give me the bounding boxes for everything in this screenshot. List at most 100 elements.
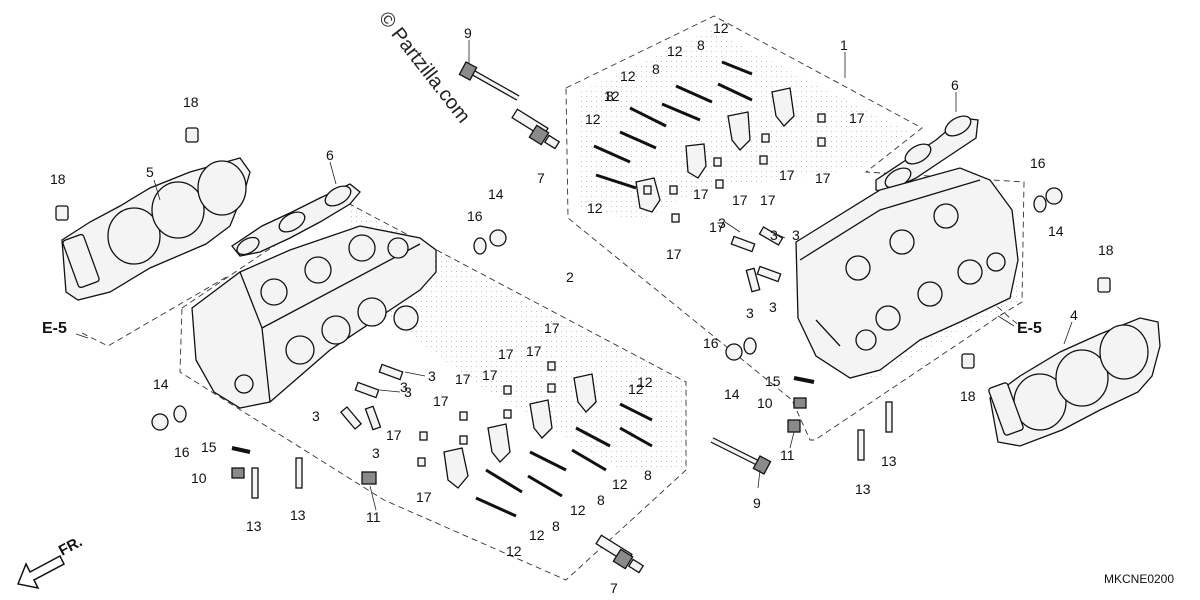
callout-17: 17 xyxy=(779,167,795,183)
callout-12: 12 xyxy=(667,43,683,59)
left-head-gasket xyxy=(61,157,251,301)
callout-12: 12 xyxy=(570,502,586,518)
lower-cam-cap-bolts xyxy=(475,402,653,518)
callout-17: 17 xyxy=(498,346,514,362)
dowels-18 xyxy=(55,127,1111,369)
callout-17: 17 xyxy=(815,170,831,186)
callout-7: 7 xyxy=(610,580,618,596)
callout-3: 3 xyxy=(746,305,754,321)
callout-8: 8 xyxy=(552,518,560,534)
callout-11: 11 xyxy=(366,509,381,525)
callout-17: 17 xyxy=(482,367,498,383)
dowel-pins xyxy=(339,226,784,431)
left-cylinder-head xyxy=(191,225,437,409)
callout-2: 2 xyxy=(566,269,574,285)
callout-3: 3 xyxy=(404,384,412,400)
callout-13: 13 xyxy=(855,481,871,497)
callout-16: 16 xyxy=(467,208,483,224)
right-exhaust-gasket xyxy=(875,115,979,193)
callout-18: 18 xyxy=(183,94,199,110)
long-bolt-upper xyxy=(458,61,520,101)
callout-12: 12 xyxy=(713,20,729,36)
plugs-and-o-rings xyxy=(151,187,1063,431)
callout-18: 18 xyxy=(1098,242,1114,258)
diagram-code: MKCNE0200 xyxy=(1104,572,1174,586)
callout-17: 17 xyxy=(709,219,725,235)
callout-17: 17 xyxy=(455,371,471,387)
callout-3: 3 xyxy=(718,215,726,231)
callout-16: 16 xyxy=(174,444,190,460)
upper-cam-caps xyxy=(635,87,795,213)
spark-plug-lower xyxy=(595,534,645,574)
small-dowels-17 xyxy=(417,113,826,467)
callout-16: 16 xyxy=(1030,155,1046,171)
callout-8: 8 xyxy=(652,61,660,77)
callout-8: 8 xyxy=(597,492,605,508)
callouts: 1 2 3 3 3 3 3 3 3 3 3 3 4 5 6 6 7 7 8 8 … xyxy=(50,20,1114,596)
callout-4: 4 xyxy=(1070,307,1078,323)
small-bolts xyxy=(231,397,807,485)
watermark: © Partzilla.com xyxy=(374,8,474,128)
stud-bolts xyxy=(251,401,893,499)
callout-16: 16 xyxy=(703,335,719,351)
callout-12: 12 xyxy=(587,200,603,216)
callout-3: 3 xyxy=(372,445,380,461)
callout-12: 12 xyxy=(529,527,545,543)
callout-12: 12 xyxy=(637,374,653,390)
callout-14: 14 xyxy=(488,186,504,202)
callout-17: 17 xyxy=(732,192,748,208)
callout-3: 3 xyxy=(312,408,320,424)
callout-17: 17 xyxy=(526,343,542,359)
callout-12: 12 xyxy=(628,381,644,397)
callout-3: 3 xyxy=(792,227,800,243)
reference-e5-left-arrow xyxy=(75,333,89,339)
pins-15 xyxy=(231,376,815,454)
callout-12: 12 xyxy=(620,68,636,84)
callout-7: 7 xyxy=(537,170,545,186)
callout-13: 13 xyxy=(246,518,262,534)
callout-13: 13 xyxy=(881,453,897,469)
right-head-gasket xyxy=(988,317,1161,447)
callout-3: 3 xyxy=(770,227,778,243)
callout-18: 18 xyxy=(960,388,976,404)
callout-15: 15 xyxy=(201,439,217,455)
reference-e5-right-arrow xyxy=(997,315,1015,327)
upper-assembly-outline xyxy=(565,15,1025,441)
callout-11: 11 xyxy=(780,447,795,463)
callout-8: 8 xyxy=(644,467,652,483)
lower-cam-caps xyxy=(443,373,597,489)
callout-14: 14 xyxy=(724,386,740,402)
callout-17: 17 xyxy=(386,427,402,443)
leader-lines xyxy=(153,40,1073,511)
callout-5: 5 xyxy=(146,164,154,180)
left-gasket-outline xyxy=(81,274,231,347)
callout-14: 14 xyxy=(1048,223,1064,239)
callout-8: 8 xyxy=(606,88,614,104)
callout-6: 6 xyxy=(326,147,334,163)
callout-17: 17 xyxy=(433,393,449,409)
callout-8: 8 xyxy=(697,37,705,53)
callout-3: 3 xyxy=(400,379,408,395)
reference-e5-right: E-5 xyxy=(1017,320,1042,337)
callout-3: 3 xyxy=(769,299,777,315)
callout-17: 17 xyxy=(666,246,682,262)
callout-18: 18 xyxy=(50,171,66,187)
callout-17: 17 xyxy=(760,192,776,208)
callout-17: 17 xyxy=(416,489,432,505)
right-gasket-outline xyxy=(989,299,1021,327)
left-exhaust-gasket xyxy=(231,183,361,257)
right-cylinder-head xyxy=(795,167,1019,379)
callout-13: 13 xyxy=(290,507,306,523)
spark-plug-upper xyxy=(511,108,561,150)
callout-17: 17 xyxy=(693,186,709,202)
long-bolt-lower xyxy=(710,437,772,475)
callout-17: 17 xyxy=(544,320,560,336)
callout-9: 9 xyxy=(753,495,761,511)
callout-10: 10 xyxy=(757,395,773,411)
callout-1: 1 xyxy=(840,37,848,53)
reference-e5-left: E-5 xyxy=(42,320,67,337)
callout-12: 12 xyxy=(506,543,522,559)
callout-9: 9 xyxy=(464,25,472,41)
lower-assembly-outline xyxy=(179,199,687,581)
